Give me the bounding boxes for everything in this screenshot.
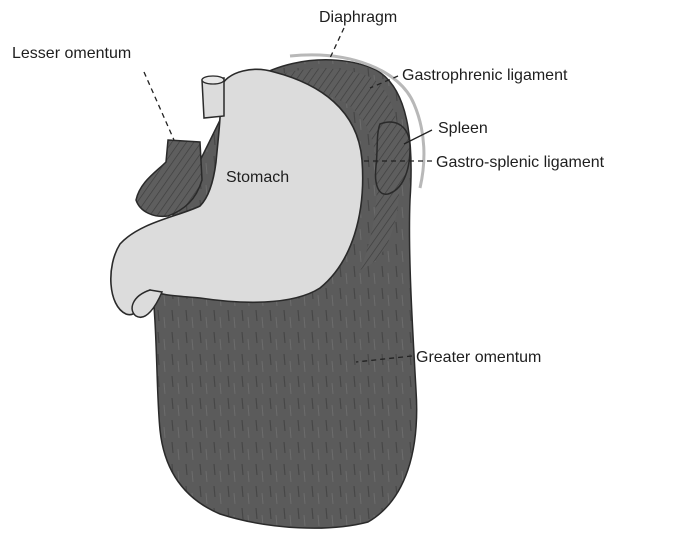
label-diaphragm: Diaphragm bbox=[319, 9, 397, 26]
label-greater-omentum: Greater omentum bbox=[416, 349, 541, 366]
label-stomach: Stomach bbox=[226, 169, 289, 186]
label-lesser-omentum: Lesser omentum bbox=[12, 45, 131, 62]
oesophagus-opening bbox=[202, 76, 224, 84]
leader-lesser-omentum bbox=[144, 72, 174, 140]
label-gastrophrenic-ligament: Gastrophrenic ligament bbox=[402, 67, 568, 84]
label-spleen: Spleen bbox=[438, 120, 488, 137]
label-gastro-splenic-ligament: Gastro-splenic ligament bbox=[436, 154, 605, 171]
leader-diaphragm bbox=[330, 28, 344, 58]
